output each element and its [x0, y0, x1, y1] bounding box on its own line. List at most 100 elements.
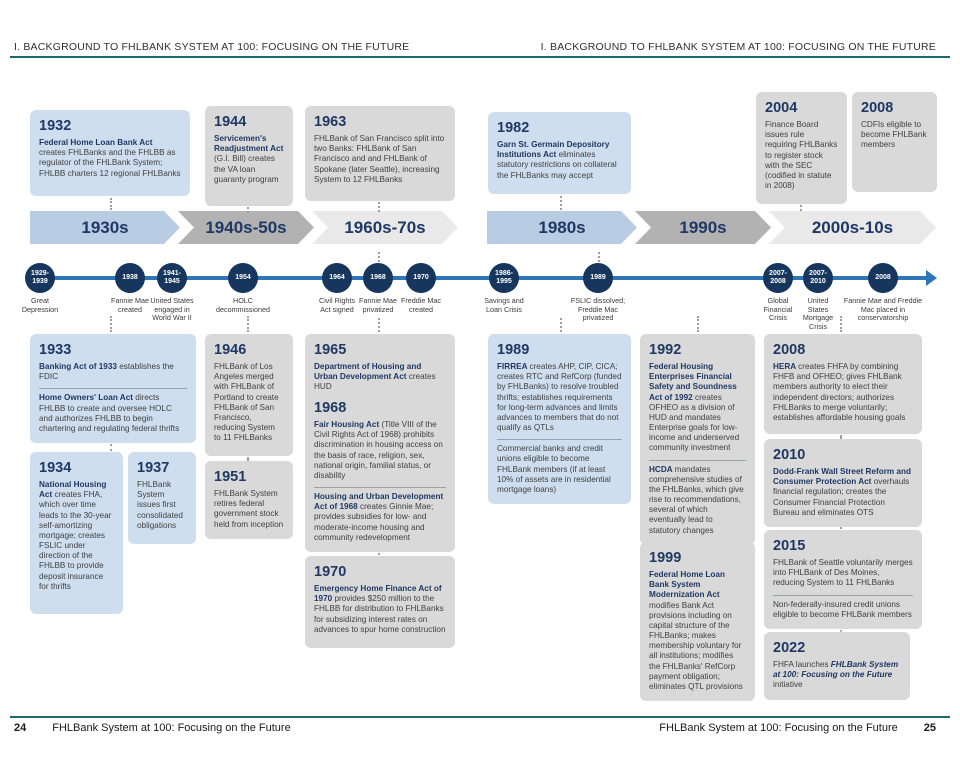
event-box-1965: 1965 Department of Housing and Urban Dev… — [305, 334, 455, 402]
dashed-connector — [840, 627, 842, 632]
era-arrow-1980s: 1980s — [487, 211, 637, 244]
node-label: Fannie Mae and Freddie Mac placed in con… — [843, 296, 923, 323]
event-year: 2008 — [861, 100, 894, 116]
event-box-1946: 1946 FHLBank of Los Angeles merged with … — [205, 334, 293, 456]
dashed-connector — [598, 252, 600, 262]
era-arrow-1960s70s: 1960s-70s — [312, 211, 458, 244]
event-text: FIRREA creates AHP, CIP, CICA; creates R… — [497, 362, 622, 494]
event-year: 1946 — [214, 342, 247, 358]
event-year: 2010 — [773, 447, 806, 463]
header-left: I. BACKGROUND TO FHLBANK SYSTEM AT 100: … — [14, 41, 410, 53]
header-right: I. BACKGROUND TO FHLBANK SYSTEM AT 100: … — [540, 41, 936, 53]
node-label: Fannie Mae privatized — [359, 296, 397, 314]
event-box-1992: 1992 Federal Housing Enterprises Financi… — [640, 334, 755, 545]
event-box-2004: 2004 Finance Board issues rule requiring… — [756, 92, 847, 204]
header-rule — [10, 56, 950, 58]
node-label: Fannie Mae created — [111, 296, 149, 314]
era-label: 1980s — [538, 217, 586, 237]
event-text: FHLBank System retires federal governmen… — [214, 489, 284, 529]
event-box-2010: 2010 Dodd-Frank Wall Street Reform and C… — [764, 439, 922, 527]
event-year: 2004 — [765, 100, 798, 116]
dashed-connector — [247, 457, 249, 461]
timeline-line — [30, 276, 928, 280]
event-text: National Housing Act creates FHA, which … — [39, 480, 112, 591]
event-text: Emergency Home Finance Act of 1970 provi… — [314, 584, 446, 634]
event-box-2008-hera: 2008 HERA creates FHFA by combining FHFB… — [764, 334, 922, 434]
event-year: 1933 — [39, 342, 72, 358]
event-text: FHLBank of Los Angeles merged with FHLBa… — [214, 362, 279, 443]
page-number-right: 25 — [923, 722, 936, 734]
dashed-connector — [110, 316, 112, 332]
node-year: 2008 — [868, 263, 898, 293]
era-label: 2000s-10s — [811, 217, 894, 237]
dashed-connector — [560, 196, 562, 210]
era-arrow-1990s: 1990s — [635, 211, 771, 244]
dashed-connector — [560, 318, 562, 332]
event-text: Fair Housing Act (Title VIII of the Civi… — [314, 420, 446, 543]
node-year: 1989 — [583, 263, 613, 293]
event-text: Department of Housing and Urban Developm… — [314, 362, 436, 392]
node-year: 2007-2010 — [803, 263, 833, 293]
dashed-connector — [247, 316, 249, 332]
page-number-left: 24 — [14, 722, 27, 734]
event-year: 2022 — [773, 640, 806, 656]
event-box-1934: 1934 National Housing Act creates FHA, w… — [30, 452, 123, 614]
event-year: 1951 — [214, 469, 247, 485]
node-label: Freddie Mac created — [401, 296, 441, 314]
dashed-connector — [840, 527, 842, 530]
event-year: 1989 — [497, 342, 530, 358]
dashed-connector — [697, 316, 699, 332]
event-box-1963: 1963 FHLBank of San Francisco split into… — [305, 106, 455, 201]
event-box-1982: 1982 Garn St. Germain Depository Institu… — [488, 112, 631, 194]
event-text: Garn St. Germain Depository Institutions… — [497, 140, 617, 180]
dashed-connector — [247, 207, 249, 213]
node-label: Global Financial Crisis — [763, 296, 793, 323]
event-text: FHLBank of San Francisco split into two … — [314, 134, 445, 184]
event-box-1970: 1970 Emergency Home Finance Act of 1970 … — [305, 556, 455, 648]
event-box-1932: 1932 Federal Home Loan Bank Act creates … — [30, 110, 190, 196]
dashed-connector — [110, 444, 112, 451]
event-text: Finance Board issues rule requiring FHLB… — [765, 120, 838, 191]
event-box-1999: 1999 Federal Home Loan Bank System Moder… — [640, 542, 755, 702]
event-text: Federal Home Loan Bank Act creates FHLBa… — [39, 138, 181, 178]
event-text: Federal Home Loan Bank System Modernizat… — [649, 570, 743, 691]
era-label: 1930s — [81, 217, 129, 237]
event-box-2008-cdfi: 2008 CDFIs eligible to become FHLBank me… — [852, 92, 937, 192]
era-arrow-1940s50s: 1940s-50s — [178, 211, 314, 244]
dashed-connector — [378, 252, 380, 262]
event-box-1937: 1937 FHLBank System issues first consoli… — [128, 452, 196, 544]
event-year: 1963 — [314, 114, 347, 130]
event-box-1989: 1989 FIRREA creates AHP, CIP, CICA; crea… — [488, 334, 631, 505]
timeline-arrowhead-icon — [926, 270, 937, 286]
event-text: Servicemen's Readjustment Act (G.I. Bill… — [214, 134, 284, 184]
node-year: 2007-2008 — [763, 263, 793, 293]
event-year: 1968 — [314, 400, 347, 416]
era-arrow-1930s: 1930s — [30, 211, 180, 244]
node-label: Civil Rights Act signed — [319, 296, 355, 314]
node-label: FSLIC dissolved; Freddie Mac privatized — [570, 296, 626, 323]
node-year: 1986-1995 — [489, 263, 519, 293]
event-text: Federal Housing Enterprises Financial Sa… — [649, 362, 746, 536]
dashed-connector — [110, 198, 112, 210]
node-year: 1941-1945 — [157, 263, 187, 293]
node-year: 1954 — [228, 263, 258, 293]
dashed-connector — [800, 205, 802, 211]
event-year: 2015 — [773, 538, 806, 554]
node-label: Savings and Loan Crisis — [484, 296, 524, 314]
event-text: FHLBank System issues first consolidated… — [137, 480, 183, 530]
dashed-connector — [840, 435, 842, 439]
event-box-1933: 1933 Banking Act of 1933 establishes the… — [30, 334, 196, 444]
event-box-2022: 2022 FHFA launches FHLBank System at 100… — [764, 632, 910, 700]
event-text: Dodd-Frank Wall Street Reform and Consum… — [773, 467, 911, 517]
footer-rule — [10, 716, 950, 718]
era-label: 1940s-50s — [205, 217, 287, 237]
